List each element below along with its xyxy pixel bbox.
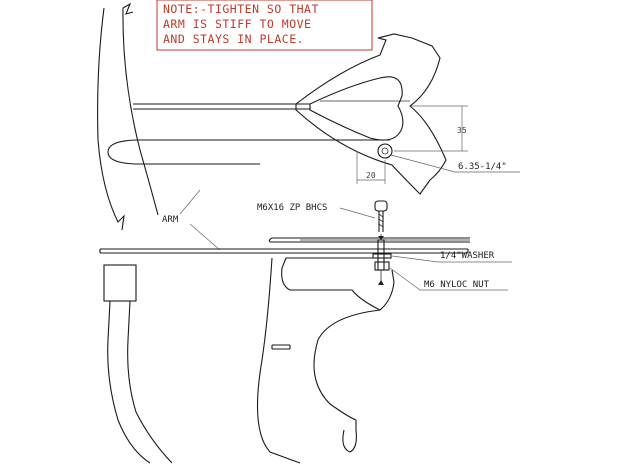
arm-callout: ARM xyxy=(162,189,221,251)
dimension-20-value: 20 xyxy=(366,171,376,180)
dimension-35-value: 35 xyxy=(457,126,467,135)
note-line-3: AND STAYS IN PLACE. xyxy=(163,32,304,46)
arm-section-bar xyxy=(99,248,469,254)
arm-label: ARM xyxy=(162,215,179,225)
break-outline-left xyxy=(97,2,159,231)
clamp-plate-section xyxy=(268,237,470,243)
nut-label: M6 NYLOC NUT xyxy=(424,280,490,290)
bolt xyxy=(374,200,388,240)
handle-stub xyxy=(103,264,173,464)
bolt-label: M6X16 ZP BHCS xyxy=(257,203,327,213)
arm-upper xyxy=(107,100,410,165)
bolt-callout: M6X16 ZP BHCS xyxy=(257,203,376,219)
hole-label: 6.35-1/4" xyxy=(458,162,507,172)
dimension-35: 35 xyxy=(394,105,468,152)
clamp-plate-upper xyxy=(295,33,447,195)
nut-callout: M6 NYLOC NUT xyxy=(389,267,508,291)
hole-callout: 6.35-1/4" xyxy=(390,154,520,173)
note-line-1: NOTE:-TIGHTEN SO THAT xyxy=(163,2,319,16)
dimension-20: 20 xyxy=(356,151,386,184)
note-box: NOTE:-TIGHTEN SO THAT ARM IS STIFF TO MO… xyxy=(156,0,373,51)
washer-callout: 1/4"WASHER xyxy=(391,251,512,263)
fastener-stack xyxy=(372,239,392,285)
note-line-2: ARM IS STIFF TO MOVE xyxy=(163,17,311,31)
bracket-body xyxy=(256,257,395,464)
washer-label: 1/4"WASHER xyxy=(440,251,495,261)
